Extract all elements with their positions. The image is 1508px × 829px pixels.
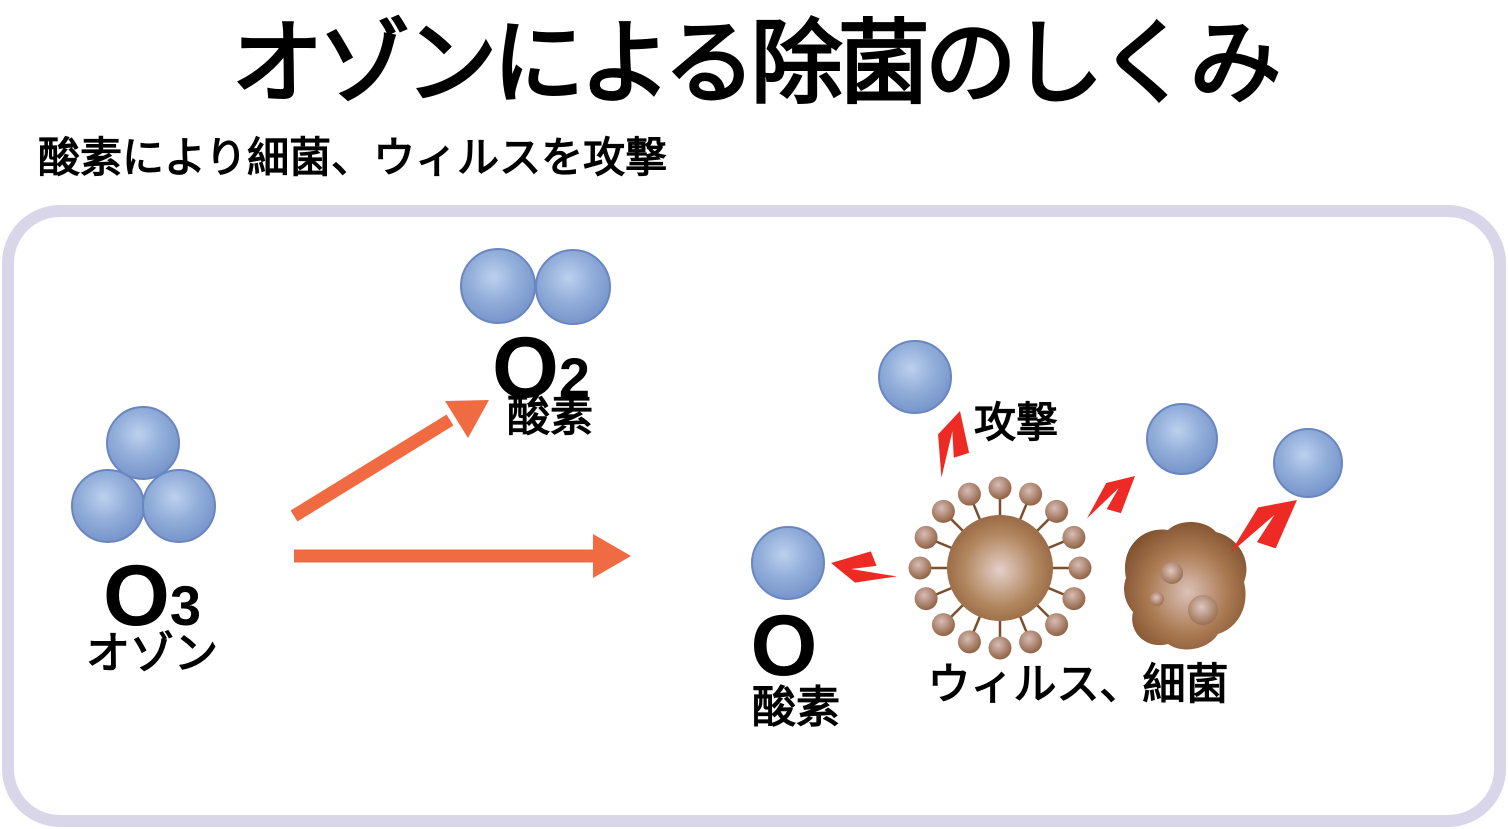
oxygen-atom-symbol: O	[750, 598, 818, 694]
virus-icon	[908, 476, 1092, 660]
ozone-atom-top	[106, 406, 180, 480]
ozone-molecule-icon	[71, 406, 216, 543]
page-subtitle: 酸素により細菌、ウィルスを攻撃	[38, 134, 668, 181]
oxygen-molecule-name: 酸素	[507, 393, 593, 441]
attack-atom-top	[878, 340, 952, 414]
oxygen-atom-left	[460, 248, 536, 324]
ozone-name: オゾン	[86, 629, 218, 678]
attack-atom-right	[1146, 403, 1218, 475]
page-title: オゾンによる除菌のしくみ	[231, 13, 1282, 115]
attack-atom-far-right	[1273, 428, 1343, 498]
bacteria-icon	[1124, 521, 1247, 650]
lightning-icon-top	[938, 411, 970, 478]
bacteria-bubbles	[1150, 562, 1218, 625]
ozone-formula: O3	[72, 553, 232, 639]
oxygen-molecule-subscript: 2	[558, 346, 591, 409]
virus-knobs	[908, 476, 1092, 660]
lightning-icon-far-right	[1230, 500, 1297, 554]
attacking-atoms	[878, 340, 1343, 498]
oxygen-atom-name: 酸素	[752, 683, 840, 732]
arrow-to-atom-head	[593, 534, 631, 578]
attack-label: 攻撃	[973, 399, 1058, 446]
reaction-arrows	[290, 400, 631, 578]
oxygen-atom-formula: O	[704, 603, 864, 689]
lightning-icon-from-atom	[831, 551, 897, 583]
ozone-subscript: 3	[169, 574, 202, 637]
virus-body	[947, 515, 1053, 621]
ozone-atom-right	[142, 469, 216, 543]
oxygen-molecule-formula: O2	[461, 325, 621, 411]
oxygen-molecule-icon	[460, 248, 611, 325]
lightning-icon-right	[1086, 476, 1135, 519]
lightning-bolts	[831, 411, 1297, 583]
free-oxygen-atom-icon	[751, 526, 825, 600]
ozone-symbol: O	[102, 548, 170, 644]
oxygen-molecule-symbol: O	[491, 320, 559, 416]
arrow-shafts	[290, 414, 594, 563]
arrow-heads	[445, 400, 631, 578]
arrow-to-oxygen-head	[445, 400, 489, 438]
arrow-to-oxygen-shaft	[290, 414, 454, 522]
oxygen-atom-right	[535, 249, 611, 325]
ozone-atom-left	[71, 469, 145, 543]
bacteria-body	[1124, 521, 1247, 650]
targets-label: ウィルス、細菌	[927, 661, 1229, 709]
